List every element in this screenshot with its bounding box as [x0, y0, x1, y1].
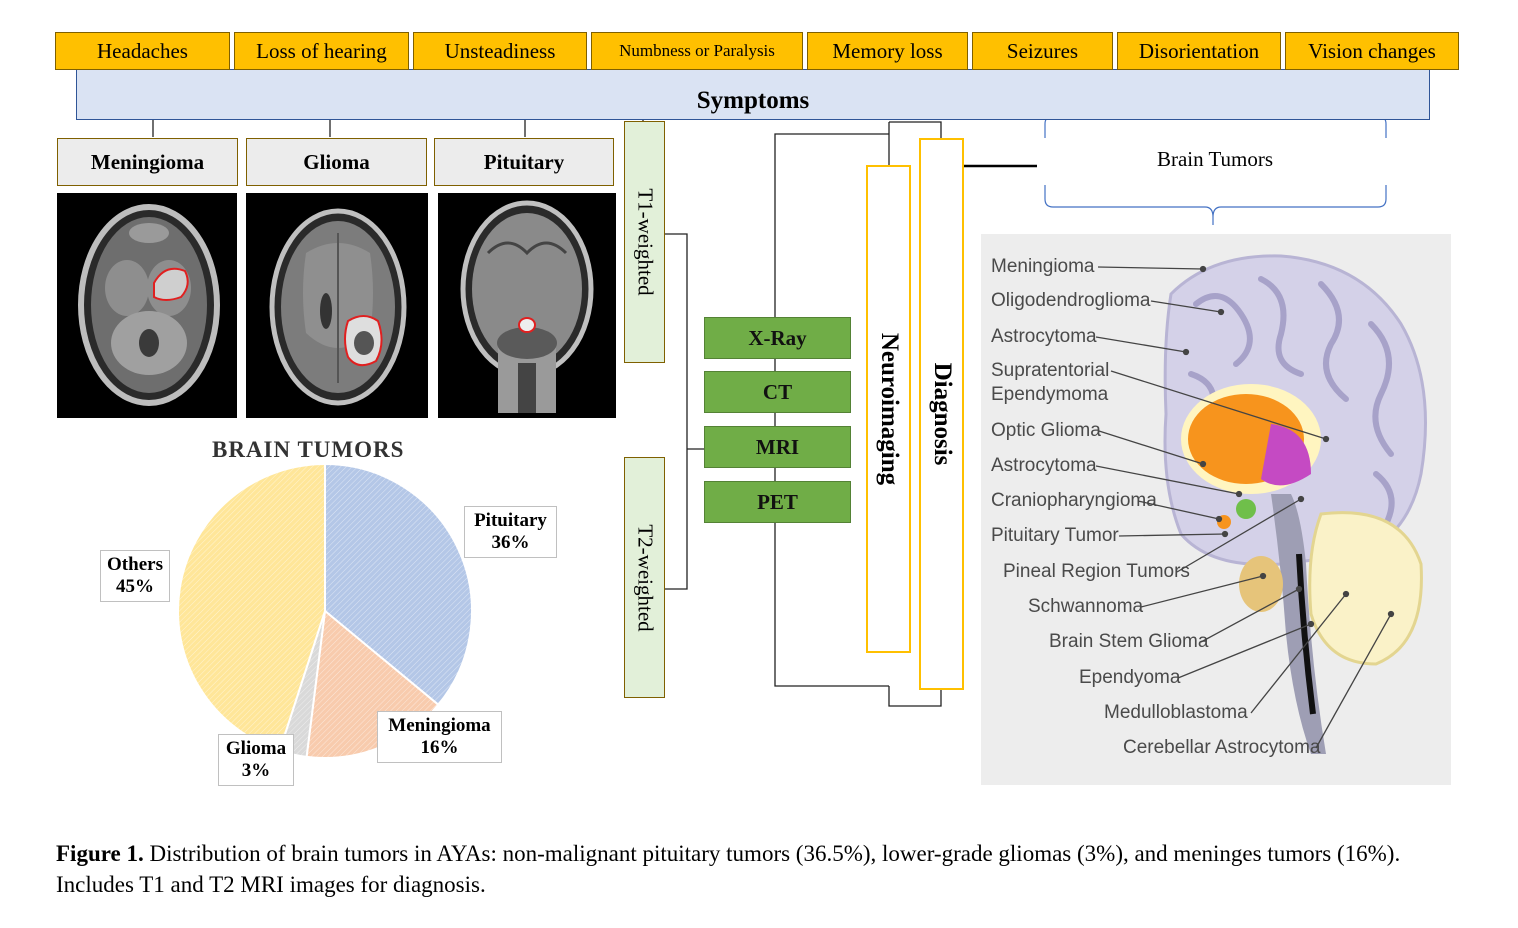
brain-leader-lines [1095, 265, 1395, 749]
t2-weighted-label: T2-weighted [633, 523, 657, 632]
neuroimaging-box: Neuroimaging [866, 165, 911, 653]
type-pituitary: Pituitary [434, 138, 614, 186]
diagnosis-label: Diagnosis [928, 362, 956, 466]
brain-label-oligodendroglioma: Oligodendroglioma [991, 290, 1151, 311]
brain-label-pineal: Pineal Region Tumors [1003, 561, 1190, 582]
pie-slice-pituitary-hatch [325, 464, 472, 705]
callout-meningioma-label: Meningioma [388, 715, 491, 736]
brain-label-astrocytoma: Astrocytoma [991, 326, 1097, 347]
symptom-memory-loss: Memory loss [807, 32, 968, 70]
brain-label-medulloblastoma: Medulloblastoma [1104, 702, 1248, 723]
callout-others: Others 45% [100, 550, 170, 602]
callout-glioma-label: Glioma [225, 738, 287, 759]
brain-label-optic-glioma: Optic Glioma [991, 420, 1101, 441]
brain-label-pituitary-tumor: Pituitary Tumor [991, 525, 1119, 546]
brain-label-craniopharyngioma: Craniopharyngioma [991, 490, 1157, 511]
brain-label-ependyoma: Ependyoma [1079, 667, 1181, 688]
symptom-unsteadiness: Unsteadiness [413, 32, 587, 70]
brain-label-cerebellar-astrocytoma: Cerebellar Astrocytoma [1123, 737, 1321, 758]
callout-meningioma-value: 16% [420, 737, 459, 758]
diagnosis-box: Diagnosis [919, 138, 964, 690]
callout-glioma-value: 3% [241, 760, 271, 781]
symptom-numbness: Numbness or Paralysis [591, 32, 803, 70]
mri-scan-meningioma [57, 193, 237, 418]
t1-weighted-box: T1-weighted [624, 121, 665, 363]
caption-label: Figure 1. [56, 841, 144, 866]
callout-pituitary-label: Pituitary [474, 510, 547, 531]
t2-weighted-box: T2-weighted [624, 457, 665, 698]
pie-title: BRAIN TUMORS [212, 437, 405, 462]
symptoms-title: Symptoms [696, 87, 810, 114]
symptom-seizures: Seizures [972, 32, 1113, 70]
modality-xray: X-Ray [704, 317, 851, 359]
brain-label-meningioma: Meningioma [991, 256, 1095, 277]
symptom-loss-of-hearing: Loss of hearing [234, 32, 409, 70]
brain-label-schwannoma: Schwannoma [1028, 596, 1144, 617]
callout-others-value: 45% [116, 576, 154, 597]
pie-chart [177, 462, 473, 759]
callout-pituitary: Pituitary 36% [464, 506, 557, 558]
brain-anatomy-illustration: Meningioma Oligodendroglioma Astrocytoma… [981, 234, 1451, 785]
modality-ct: CT [704, 371, 851, 413]
brain-label-astrocytoma-2: Astrocytoma [991, 455, 1097, 476]
figure-caption: Figure 1. Distribution of brain tumors i… [56, 838, 1476, 900]
brain-drawing [1163, 254, 1427, 754]
caption-text: Distribution of brain tumors in AYAs: no… [56, 841, 1401, 897]
mri-scan-glioma [246, 193, 428, 418]
type-glioma: Glioma [246, 138, 427, 186]
brain-label-supratentorial: Supratentorial [991, 360, 1110, 381]
pie-slice-others-hatch [178, 464, 325, 751]
type-meningioma: Meningioma [57, 138, 238, 186]
symptom-headaches: Headaches [55, 32, 230, 70]
modality-mri: MRI [704, 426, 851, 468]
callout-meningioma: Meningioma 16% [377, 711, 502, 763]
modality-pet: PET [704, 481, 851, 523]
callout-pituitary-value: 36% [491, 532, 530, 553]
t1-weighted-label: T1-weighted [633, 188, 657, 296]
symptoms-bar: Symptoms [76, 69, 1430, 120]
mri-scan-pituitary [438, 193, 616, 418]
brain-label-brain-stem-glioma: Brain Stem Glioma [1049, 631, 1209, 652]
brain-tumors-label: Brain Tumors [1156, 147, 1274, 171]
symptom-disorientation: Disorientation [1117, 32, 1281, 70]
callout-others-label: Others [107, 554, 163, 575]
brain-label-ependymoma: Ependymoma [991, 384, 1109, 405]
callout-glioma: Glioma 3% [218, 734, 294, 786]
symptom-vision-changes: Vision changes [1285, 32, 1459, 70]
neuroimaging-label: Neuroimaging [875, 332, 903, 486]
